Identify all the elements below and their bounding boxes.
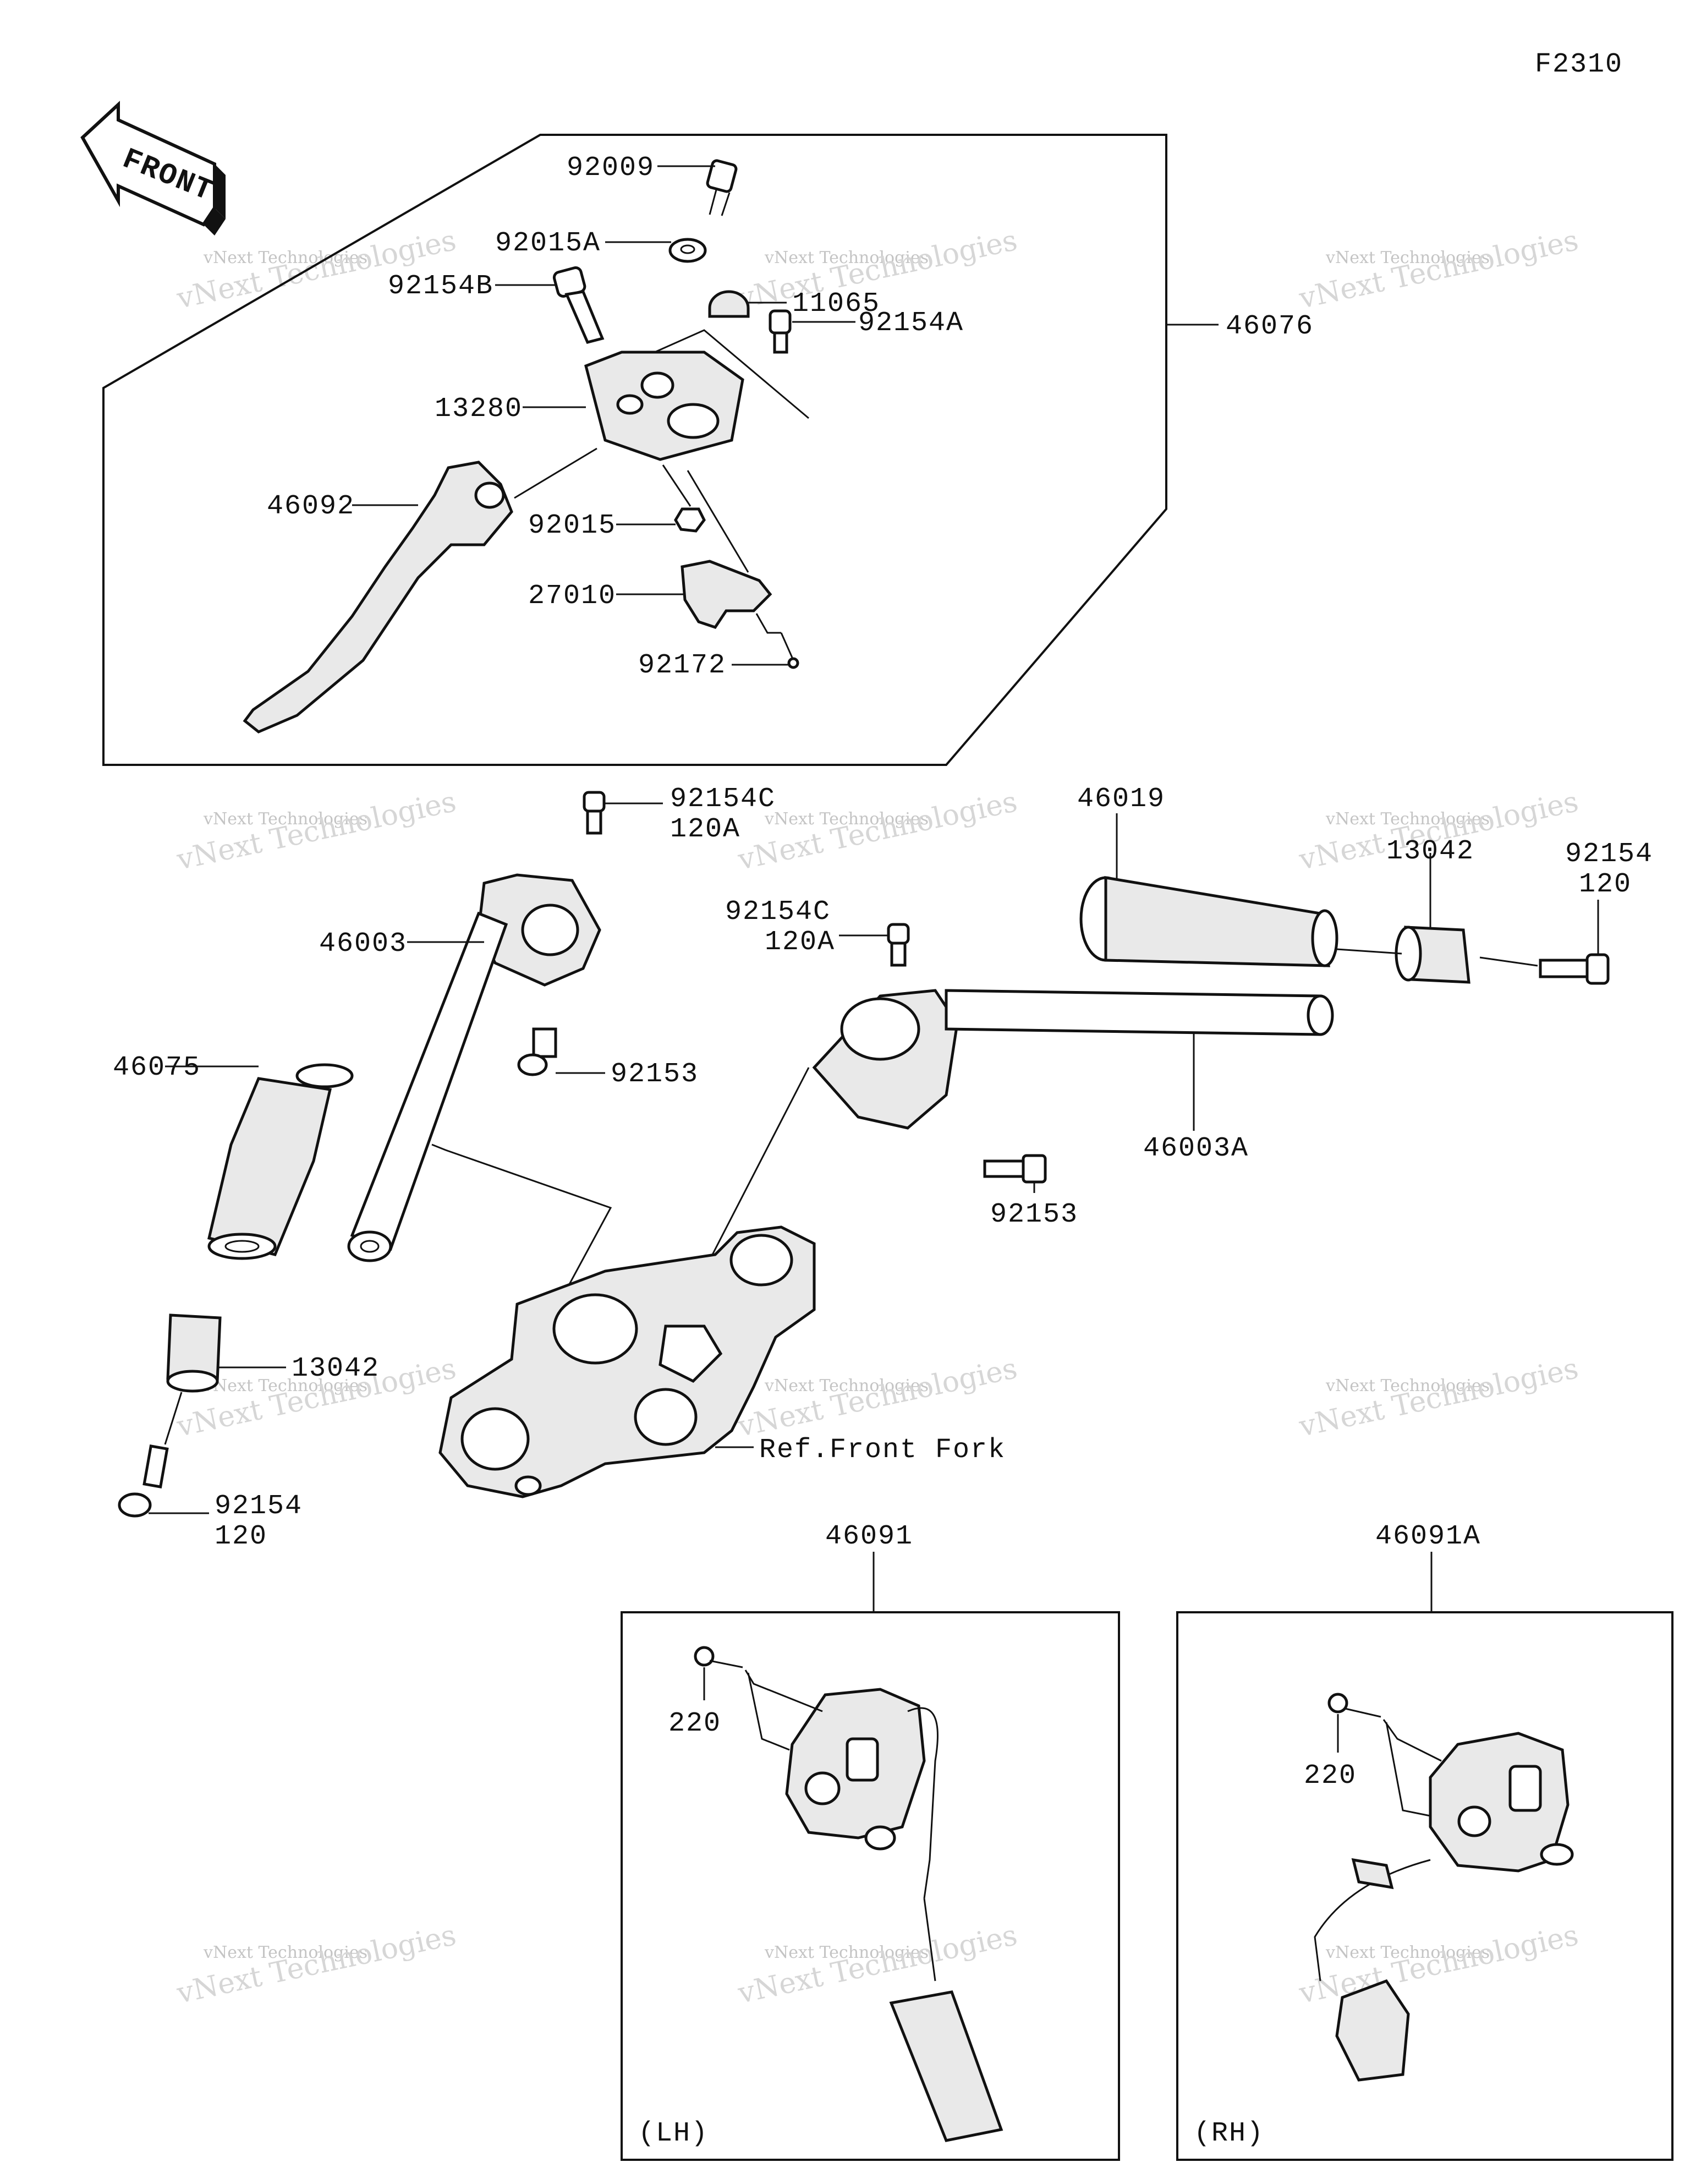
svg-text:vNext Technologies: vNext Technologies <box>174 785 459 877</box>
label-92153-right: 92153 <box>990 1199 1078 1230</box>
svg-text:vNext Technologies: vNext Technologies <box>1325 809 1490 829</box>
screw-92172 <box>755 613 799 669</box>
handlebar-46003 <box>347 873 601 1262</box>
label-46076: 46076 <box>1226 311 1314 342</box>
handlebar-46003a <box>812 989 1334 1130</box>
label-92015: 92015 <box>528 510 616 541</box>
label-92154a: 92154A <box>858 308 964 339</box>
screw-92009 <box>706 159 738 216</box>
label-120a-left: 120A <box>670 814 740 845</box>
svg-text:vNext Technologies: vNext Technologies <box>764 1943 929 1962</box>
label-13042-left: 13042 <box>292 1353 380 1384</box>
grip-46075 <box>207 1063 354 1260</box>
washer-92015a <box>668 238 707 263</box>
svg-text:vNext Technologies: vNext Technologies <box>203 1376 367 1395</box>
label-92154c-right: 92154C <box>725 896 831 928</box>
assembly-box-46076 <box>102 134 1167 766</box>
label-46019: 46019 <box>1077 784 1165 815</box>
label-46003a: 46003A <box>1143 1133 1249 1164</box>
label-ref-front-fork: Ref.Front Fork <box>759 1435 1006 1466</box>
lever-46092 <box>243 461 513 734</box>
label-92009: 92009 <box>567 152 655 184</box>
bolt-92154-left <box>118 1392 183 1518</box>
figure-code: F2310 <box>1535 49 1623 80</box>
switch-27010 <box>681 470 772 629</box>
svg-text:vNext Technologies: vNext Technologies <box>1296 1919 1582 2010</box>
svg-text:vNext Technologies: vNext Technologies <box>735 785 1020 877</box>
bolt-92154-right <box>1539 953 1610 985</box>
label-13280: 13280 <box>435 393 523 425</box>
label-92154-right: 92154 <box>1565 839 1653 870</box>
triple-clamp <box>438 1225 816 1498</box>
screw-220-rh <box>1327 1693 1442 1817</box>
svg-text:vNext Technologies: vNext Technologies <box>1325 1376 1490 1395</box>
weight-13042-right <box>1395 926 1470 984</box>
label-92154b: 92154B <box>388 271 493 302</box>
svg-text:vNext Technologies: vNext Technologies <box>1296 1352 1582 1443</box>
label-92172: 92172 <box>638 650 726 681</box>
front-arrow-icon: FRONT <box>80 101 226 236</box>
switch-housing-lh <box>785 1688 1003 2142</box>
svg-text:vNext Technologies: vNext Technologies <box>1325 248 1490 267</box>
label-220-lh: 220 <box>668 1708 721 1739</box>
svg-text:vNext Technologies: vNext Technologies <box>735 1919 1020 2010</box>
label-92154-left: 92154 <box>215 1491 303 1522</box>
label-lh: (LH) <box>638 2118 709 2149</box>
label-46003: 46003 <box>319 928 407 960</box>
label-220-rh: 220 <box>1304 1760 1357 1792</box>
label-11065: 11065 <box>792 288 880 320</box>
svg-text:vNext Technologies: vNext Technologies <box>735 1352 1020 1443</box>
grip-46019 <box>1079 876 1338 967</box>
svg-text:vNext Technologies: vNext Technologies <box>1296 224 1582 315</box>
bolt-92154b <box>552 266 605 344</box>
bolt-92154c-right <box>887 923 910 967</box>
svg-text:vNext Technologies: vNext Technologies <box>1325 1943 1490 1962</box>
label-46092: 46092 <box>267 491 355 522</box>
label-92154c-left: 92154C <box>670 784 776 815</box>
svg-text:vNext Technologies: vNext Technologies <box>764 809 929 829</box>
label-46091a: 46091A <box>1375 1521 1481 1552</box>
label-120a-right: 120A <box>765 927 835 958</box>
weight-13042-left <box>166 1313 222 1393</box>
label-46075: 46075 <box>113 1052 201 1083</box>
bolt-92154c-left <box>583 791 606 835</box>
nut-92015 <box>674 507 706 533</box>
bolt-92153-right <box>983 1154 1047 1184</box>
label-92015a: 92015A <box>495 228 601 259</box>
bolt-92154a <box>769 309 792 354</box>
label-27010: 27010 <box>528 581 616 612</box>
cap-11065 <box>708 290 750 318</box>
label-rh: (RH) <box>1194 2118 1264 2149</box>
box-46091a-rh <box>1176 1611 1673 2161</box>
label-13042-right: 13042 <box>1386 836 1474 867</box>
label-120-right: 120 <box>1579 869 1632 900</box>
label-120-left: 120 <box>215 1521 267 1552</box>
screw-220-lh <box>694 1646 823 1751</box>
label-92153-left: 92153 <box>611 1059 699 1090</box>
svg-text:vNext Technologies: vNext Technologies <box>203 809 367 829</box>
holder-13280 <box>584 329 809 461</box>
label-46091: 46091 <box>825 1521 913 1552</box>
svg-text:vNext Technologies: vNext Technologies <box>174 1919 459 2010</box>
svg-text:vNext Technologies: vNext Technologies <box>764 248 929 267</box>
svg-text:vNext Technologies: vNext Technologies <box>203 1943 367 1962</box>
box-46091-lh <box>621 1611 1120 2161</box>
switch-housing-rh <box>1314 1732 1574 2082</box>
bolt-92153-left <box>517 1027 557 1076</box>
svg-text:vNext Technologies: vNext Technologies <box>764 1376 929 1395</box>
